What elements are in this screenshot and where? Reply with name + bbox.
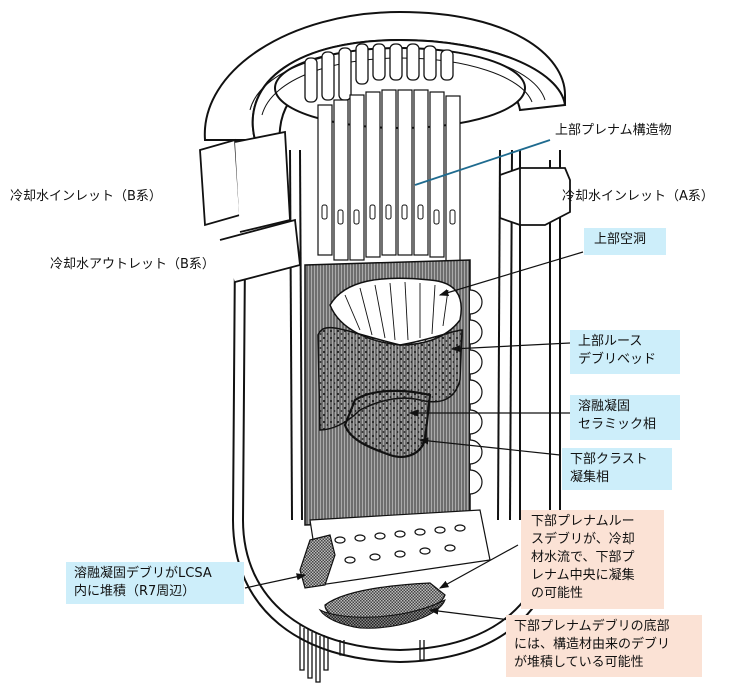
leader-lcsa [244, 573, 307, 589]
callout-upper-cavity: 上部空洞 [584, 228, 666, 255]
callout-text-line: セラミック相 [578, 417, 657, 432]
callout-text-line: 下部プレナムデブリの底部 [514, 619, 670, 634]
callout-text-line: レナム中央に凝集 [531, 568, 635, 583]
callout-lower-plenum-loose-debris: 下部プレナムルー スデブリが、冷却 材水流で、下部プ レナム中央に凝集 の可能性 [521, 510, 664, 609]
callout-text: 上部空洞 [594, 232, 647, 247]
callout-text-line: 凝集相 [570, 470, 610, 485]
inlet-nozzle-a [499, 167, 571, 226]
leader-upper-loose [450, 342, 571, 353]
callout-text-line: の可能性 [531, 586, 584, 601]
upper-plenum-tubes [304, 43, 454, 103]
callout-text-line: 溶融凝固デブリがLCSA [74, 566, 212, 581]
lcsa-debris [299, 534, 336, 589]
callout-text-line: 内に堆積（R7周辺） [74, 584, 196, 599]
callout-lower-plenum-bottom-debris: 下部プレナムデブリの底部 には、構造材由来のデブリ が堆積している可能性 [506, 615, 702, 677]
callout-text-line: 材水流で、下部プ [531, 550, 635, 565]
label-coolant-outlet-b: 冷却水アウトレット（B系） [50, 257, 215, 272]
instrument-tubes [299, 625, 425, 683]
lower-plenum-internals [309, 509, 491, 586]
label-coolant-inlet-a: 冷却水インレット（A系） [562, 189, 714, 204]
callout-text-line: には、構造材由来のデブリ [514, 637, 671, 652]
callout-text-line: 下部クラスト [570, 452, 648, 467]
leader-upper-cavity [438, 251, 584, 297]
callout-upper-loose-debris-bed: 上部ルース デブリベッド [570, 330, 680, 374]
callout-text-line: 下部プレナムルー [531, 514, 635, 529]
callout-lower-crust: 下部クラスト 凝集相 [562, 448, 672, 490]
leader-lower-crust [418, 437, 561, 456]
leader-lines [244, 139, 584, 621]
core-baffle [469, 289, 483, 495]
upper-cavity-fibers [344, 281, 449, 341]
leader-lower-bottom [428, 607, 511, 621]
upper-plenum-columns [317, 89, 461, 262]
inlet-nozzle-b [199, 130, 301, 283]
label-coolant-inlet-b: 冷却水インレット（B系） [10, 189, 162, 204]
callout-lcsa-debris: 溶融凝固デブリがLCSA 内に堆積（R7周辺） [66, 562, 244, 604]
callout-text-line: 上部ルース [578, 334, 643, 349]
callout-text-line: スデブリが、冷却 [531, 532, 635, 547]
upper-plenum-slots [321, 204, 456, 225]
callout-text-line: 溶融凝固 [578, 399, 631, 414]
leader-upper-plenum [414, 139, 551, 186]
callout-molten-ceramic: 溶融凝固 セラミック相 [570, 395, 680, 440]
callout-text-line: デブリベッド [578, 352, 657, 367]
leader-lower-loose [438, 544, 519, 589]
callout-text-line: が堆積している可能性 [514, 655, 644, 670]
molten-ceramic [343, 389, 432, 458]
label-upper-plenum-structure: 上部プレナム構造物 [555, 123, 672, 138]
